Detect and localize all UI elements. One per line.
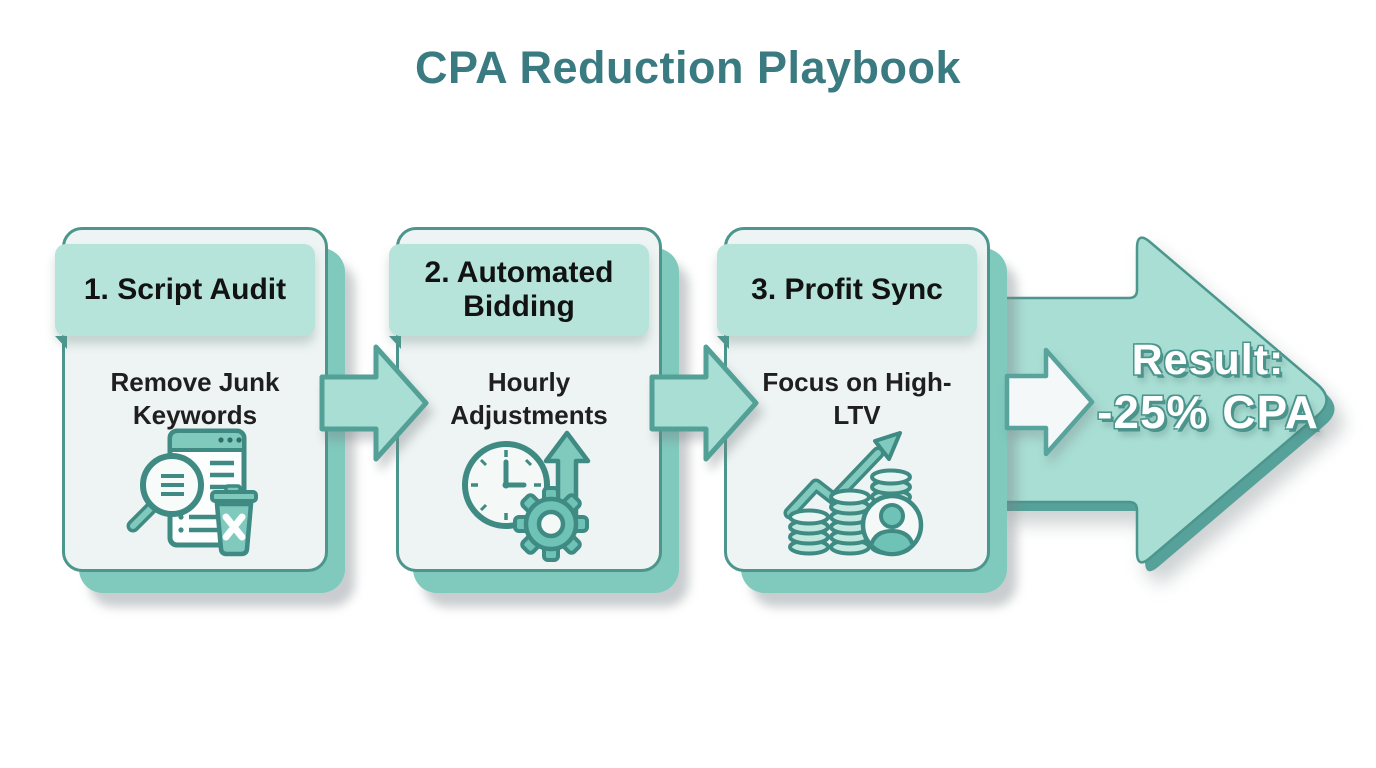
magnifier-document-trash-icon <box>119 425 271 565</box>
card-body: 2. Automated Bidding Hourly Adjustments <box>389 227 662 572</box>
clock-gear-up-arrow-icon <box>453 425 605 565</box>
card-body: 1. Script Audit Remove Junk Keywords <box>55 227 328 572</box>
card-body: 3. Profit Sync Focus on High-LTV <box>717 227 990 572</box>
result-value: -25% CPA <box>1097 385 1319 438</box>
step-card-2: 2. Automated Bidding Hourly Adjustments <box>389 227 679 593</box>
header-fold <box>55 336 67 349</box>
step-card-1: 1. Script Audit Remove Junk Keywords <box>55 227 345 593</box>
result-arrow <box>996 236 1335 572</box>
step-description: Focus on High-LTV <box>762 367 952 430</box>
result-label: Result: <box>1131 336 1285 384</box>
step-header-3: 3. Profit Sync <box>717 244 977 336</box>
coin-stacks-growth-person-icon <box>781 425 933 565</box>
step-description: Hourly Adjustments <box>450 367 608 430</box>
connector-arrow-result <box>1004 347 1095 457</box>
connector-arrow-2 <box>649 344 759 462</box>
step-header-1: 1. Script Audit <box>55 244 315 336</box>
step-header-label: 2. Automated Bidding <box>424 256 614 323</box>
step-header-label: 1. Script Audit <box>83 273 287 307</box>
step-header-2: 2. Automated Bidding <box>389 244 649 336</box>
step-header-label: 3. Profit Sync <box>751 273 943 307</box>
result-label-group: Result: -25% CPA <box>1082 336 1334 439</box>
connector-arrow-1 <box>319 344 429 462</box>
page-title: CPA Reduction Playbook <box>414 42 962 93</box>
step-description: Remove Junk Keywords <box>110 367 280 430</box>
step-card-3: 3. Profit Sync Focus on High-LTV <box>717 227 1007 593</box>
